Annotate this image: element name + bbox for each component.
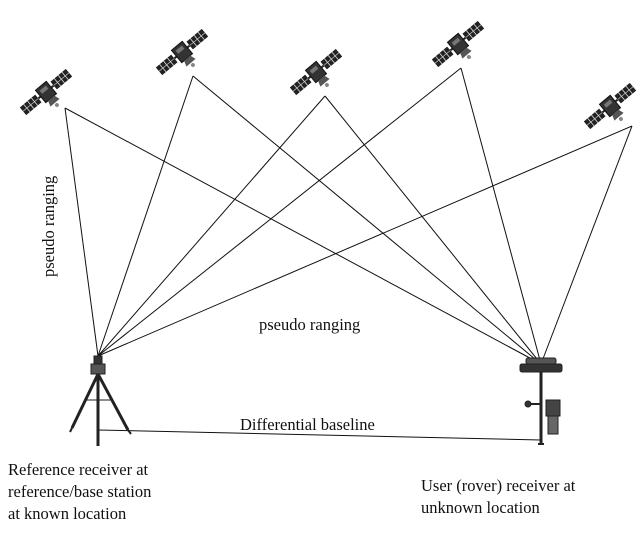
ranging-line (460, 67, 542, 365)
satellite-icon (152, 25, 219, 87)
ranging-line (97, 125, 633, 357)
differential-baseline-label: Differential baseline (240, 415, 375, 434)
differential-baseline-line (97, 429, 542, 441)
ranging-line (64, 107, 99, 357)
ranging-line (324, 95, 542, 365)
ranging-line (192, 75, 542, 365)
pseudo-ranging-label-vertical: pseudo ranging (39, 175, 58, 277)
reference-label-line: Reference receiver at (8, 460, 149, 479)
reference-label-line: reference/base station (8, 482, 152, 501)
ranging-line (97, 75, 194, 357)
user-label-line: User (rover) receiver at (421, 476, 576, 495)
ranging-lines-reference (64, 67, 633, 357)
ranging-line (97, 95, 326, 357)
ranging-lines-user (64, 67, 633, 365)
reference-label-line: at known location (8, 504, 127, 523)
ranging-line (97, 67, 462, 357)
ranging-line (64, 107, 542, 365)
satellite-icon (286, 45, 353, 107)
user-rover-receiver-icon (519, 357, 563, 445)
user-receiver-label: User (rover) receiver at unknown locatio… (421, 475, 575, 519)
satellite-icon (16, 65, 83, 127)
reference-receiver-label: Reference receiver at reference/base sta… (8, 459, 151, 525)
pseudo-ranging-label: pseudo ranging (259, 315, 361, 334)
reference-receiver-tripod-icon (69, 355, 132, 446)
ranging-line (540, 125, 633, 365)
user-label-line: unknown location (421, 498, 540, 517)
